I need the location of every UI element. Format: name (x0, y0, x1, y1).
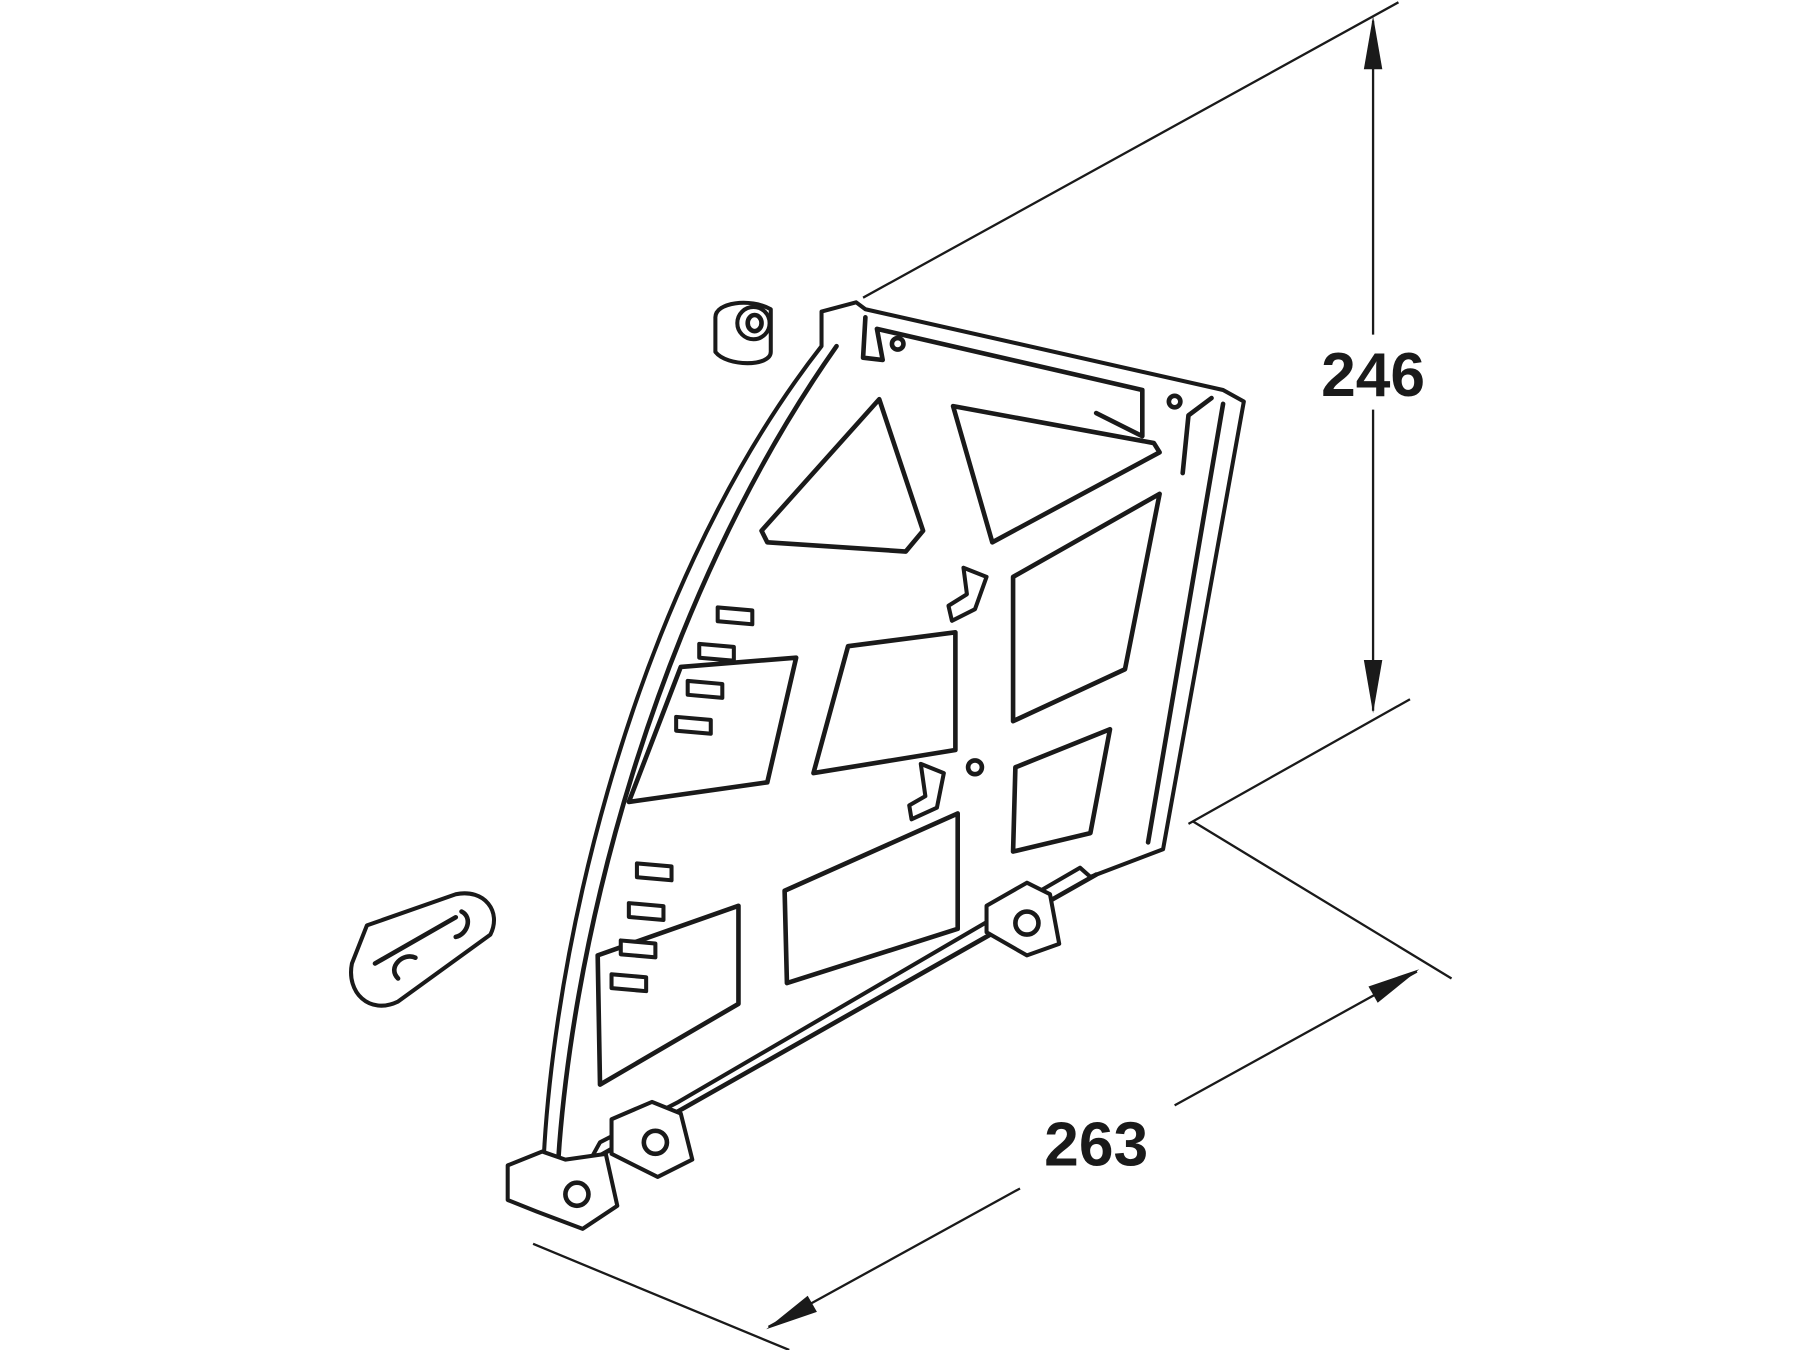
feet (505, 880, 1062, 1231)
depth-label: 263 (1044, 1110, 1148, 1179)
divider-plate (505, 300, 1246, 1231)
spacer-cylinder (713, 300, 773, 366)
arrow-right-icon (1368, 969, 1420, 1003)
arrow-left-icon (766, 1295, 817, 1330)
arrow-down-icon (1363, 660, 1383, 714)
arrow-up-icon (1363, 16, 1383, 70)
depth-dimension: 263 (532, 820, 1453, 1350)
connector-clip (349, 891, 496, 1008)
height-label: 246 (1321, 341, 1425, 410)
height-dimension: 246 (862, 1, 1425, 825)
clip-tabs (609, 565, 989, 994)
